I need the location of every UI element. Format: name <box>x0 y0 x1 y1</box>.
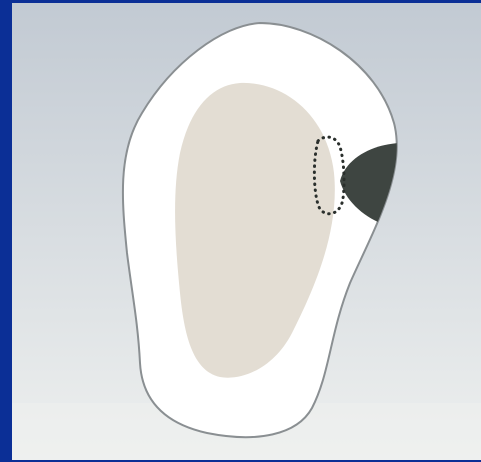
diagram-panel <box>12 3 481 460</box>
diagram-canvas <box>12 3 481 460</box>
